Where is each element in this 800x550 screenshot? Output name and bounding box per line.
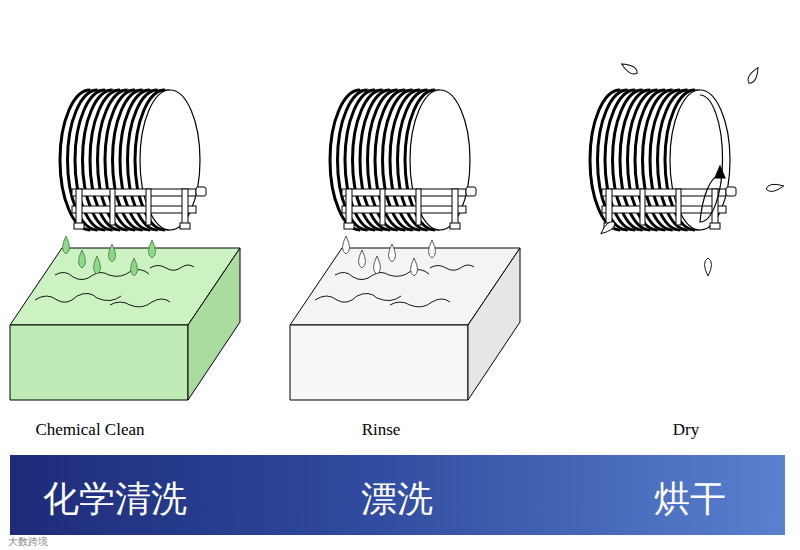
step-name-en: Rinse [362,421,401,438]
title-band: 化学清洗 漂洗 烘干 [10,455,785,535]
wafer-cassette [590,90,736,230]
spin-arrow [700,95,725,222]
rinse-droplets [343,236,436,276]
wafer-cassette [330,90,476,230]
step-name-zh: 漂洗 [361,475,433,524]
chemical-droplets [63,236,156,276]
step-name-en: Dry [673,421,699,438]
step-name-en: Chemical Clean [35,421,144,438]
step-name-zh: 化学清洗 [43,475,187,524]
step-name-zh: 烘干 [654,475,726,524]
watermark: 大数跨境 [8,537,48,547]
chemical-bath [10,248,240,400]
flying-droplets [599,61,785,276]
rinse-bath [290,248,520,400]
wafer-cassette [60,90,206,230]
